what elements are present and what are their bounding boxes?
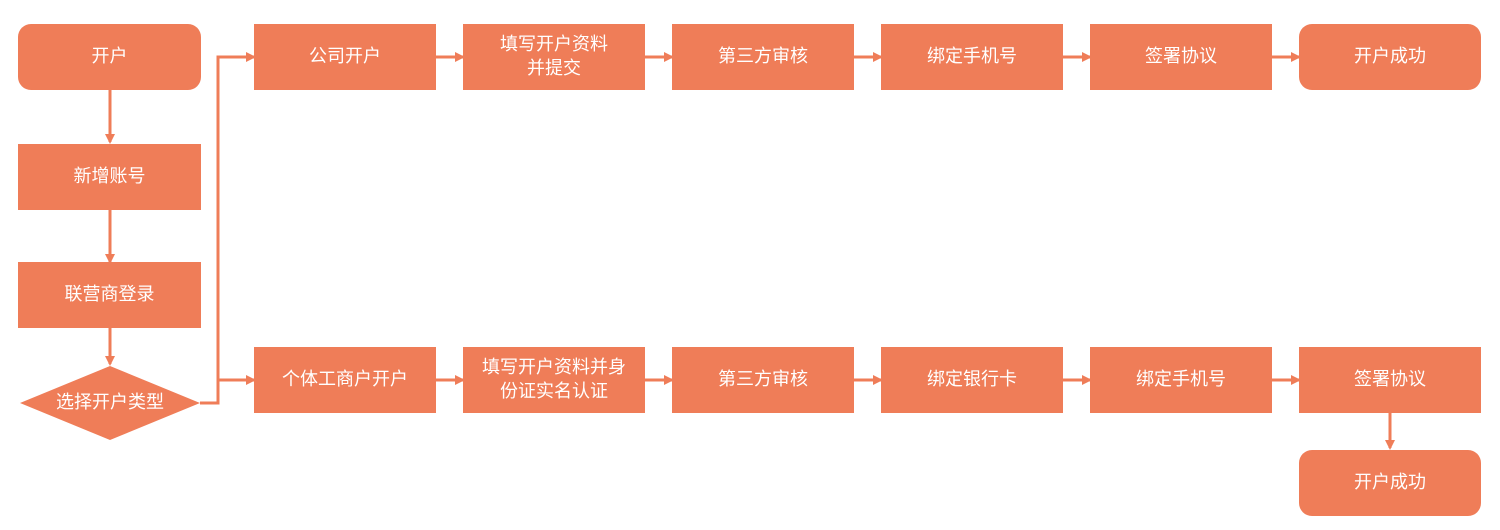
arrow-branch-to-company bbox=[200, 52, 256, 405]
node-company-open: 公司开户 bbox=[254, 24, 436, 90]
node-individual-open: 个体工商户开户 bbox=[254, 347, 436, 413]
node-choose-type: 选择开户类型 bbox=[56, 392, 164, 413]
node-company-bind-phone: 绑定手机号 bbox=[881, 24, 1063, 90]
node-company-fill-info: 填写开户资料并提交 bbox=[463, 24, 645, 90]
node-add-account: 新增账号 bbox=[18, 144, 201, 210]
decision-diamond-shape bbox=[20, 366, 200, 440]
node-individual-bind-phone: 绑定手机号 bbox=[1090, 347, 1272, 413]
node-company-review: 第三方审核 bbox=[672, 24, 854, 90]
node-company-success: 开户成功 bbox=[1299, 24, 1481, 90]
node-company-sign: 签署协议 bbox=[1090, 24, 1272, 90]
node-individual-bind-bank: 绑定银行卡 bbox=[881, 347, 1063, 413]
node-individual-success: 开户成功 bbox=[1299, 450, 1481, 516]
node-individual-fill-info: 填写开户资料并身份证实名认证 bbox=[463, 347, 645, 413]
node-operator-login: 联营商登录 bbox=[18, 262, 201, 328]
node-individual-sign: 签署协议 bbox=[1299, 347, 1481, 413]
node-start: 开户 bbox=[18, 24, 201, 90]
node-individual-review: 第三方审核 bbox=[672, 347, 854, 413]
